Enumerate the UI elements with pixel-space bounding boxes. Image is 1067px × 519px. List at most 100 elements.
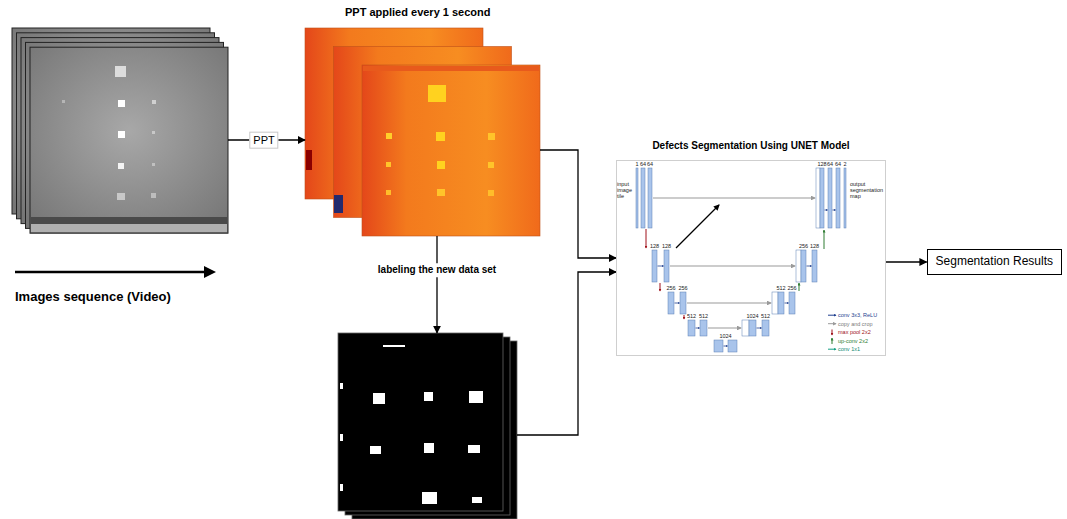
thermal-image-stack [12, 28, 228, 233]
legend-text: conv 1x1 [838, 346, 860, 352]
thermal-defect-spots-part [152, 163, 155, 166]
channel-count: 512 [776, 285, 785, 291]
feature-map-bars-part [778, 292, 784, 314]
conv-arrows-part [807, 266, 812, 267]
result-box: Segmentation Results [927, 249, 1062, 275]
label-mask-stack [338, 333, 517, 519]
mask-defect-regions-part [340, 484, 343, 491]
feature-map-bars-part [772, 292, 778, 314]
feature-map-bars [636, 168, 846, 352]
mask-defect-regions-part [370, 446, 381, 454]
channel-count: 128 [810, 243, 819, 249]
ppt-result-stack: PPT applied every 1 second [305, 28, 540, 236]
io-label: output segmentation map [850, 182, 884, 199]
channel-count: 256 [678, 285, 687, 291]
sequence-caption: Images sequence (Video) [15, 290, 171, 305]
label-mask-stack-frames [338, 333, 517, 519]
mask-defect-regions-part [340, 434, 343, 441]
channel-count: 128 [662, 243, 671, 249]
feature-map-bars-part [641, 168, 645, 228]
mask-defect-regions [340, 345, 483, 504]
thermal-image-stack-part [30, 47, 228, 233]
channel-count: 256 [666, 285, 675, 291]
legend-text: max pool 2x2 [838, 329, 871, 335]
legend-samples-part [832, 330, 833, 336]
feature-map-bars-part [816, 168, 820, 228]
conv-arrows-part [658, 266, 664, 267]
thermal-defect-spots-part [118, 100, 125, 107]
feature-map-bars-part [801, 250, 806, 282]
ppt-phase-map-stack [305, 28, 540, 236]
phase-map-spots-part [386, 133, 392, 139]
feature-map-bars-part [742, 320, 749, 336]
thermal-defect-spots-part [152, 131, 155, 134]
feature-map-bars-part [728, 340, 737, 352]
conv-arrows-part [696, 328, 700, 329]
feature-map-bars-part [636, 168, 638, 228]
phase-map-spots-part [488, 133, 495, 140]
phase-map-spots-part [334, 195, 343, 213]
mask-defect-regions-part [469, 391, 483, 403]
copy-and-crop-arrows-part [708, 327, 741, 328]
thermal-defect-spots-part [62, 100, 65, 103]
channel-count: 512 [761, 313, 770, 319]
mask-defect-regions-part [424, 392, 433, 401]
flow-connector [436, 236, 437, 333]
channel-count: 128 [817, 161, 826, 167]
label-mask-stack-frames-part [338, 333, 503, 511]
copy-and-crop-arrows [653, 198, 815, 328]
thermal-defect-spots [31, 66, 227, 232]
thermal-defect-spots-part [115, 66, 126, 77]
phase-map-spots [306, 66, 539, 213]
mask-defect-regions-part [373, 393, 385, 404]
thermal-defect-spots-part [151, 193, 156, 198]
thermal-defect-spots-part [118, 163, 124, 169]
stack-title: PPT applied every 1 second [345, 6, 491, 19]
channel-count: 64 [827, 161, 833, 167]
feature-map-bars-part [789, 292, 795, 314]
channel-count: 256 [787, 285, 796, 291]
feature-map-bars-part [796, 250, 801, 282]
legend-samples-part [832, 338, 833, 344]
phase-map-spots-part [436, 132, 445, 141]
phase-map-spots-part [437, 189, 445, 196]
conv-arrows-part [724, 346, 728, 347]
flow-connector [540, 150, 616, 258]
conv-arrows-part [785, 303, 789, 304]
mask-defect-regions-part [340, 383, 343, 389]
edge-label: PPT [249, 132, 278, 149]
legend-samples-part [828, 349, 836, 350]
thermal-defect-spots-part [31, 224, 227, 232]
thermal-defect-spots-part [118, 131, 125, 138]
channel-count: 512 [699, 313, 708, 319]
legend-text: up-conv 2x2 [838, 338, 868, 344]
channel-count: 1 [635, 161, 638, 167]
timeline-arrow-part [15, 271, 206, 274]
feature-map-bars-part [688, 320, 695, 336]
feature-map-bars-part [652, 250, 657, 282]
ppt-phase-map-stack-part [362, 65, 540, 236]
phase-map-spots-part [306, 150, 312, 170]
max-pool-arrows [646, 229, 684, 319]
phase-map-spots-part [363, 66, 539, 71]
mask-defect-regions-part [468, 445, 480, 453]
unet-architecture [636, 168, 846, 352]
channel-count: 64 [647, 161, 653, 167]
feature-map-bars-part [828, 168, 832, 228]
feature-map-bars-part [749, 320, 756, 336]
channel-count: 512 [687, 313, 696, 319]
flow-connector [886, 261, 927, 262]
legend-text: conv 3x3, ReLU [838, 312, 877, 318]
legend-samples [828, 315, 836, 349]
channel-count: 128 [650, 243, 659, 249]
up-conv-arrows-part [799, 283, 800, 291]
flow-connector [517, 272, 616, 435]
copy-and-crop-arrows-part [670, 265, 795, 266]
feature-map-bars-part [844, 168, 846, 228]
max-pool-arrows-part [660, 283, 661, 291]
thermal-defect-spots-part [152, 100, 156, 104]
conv-arrows-part [757, 328, 762, 329]
channel-count: 2 [843, 161, 846, 167]
feature-map-bars-part [836, 168, 840, 228]
phase-map-spots-part [488, 162, 494, 168]
